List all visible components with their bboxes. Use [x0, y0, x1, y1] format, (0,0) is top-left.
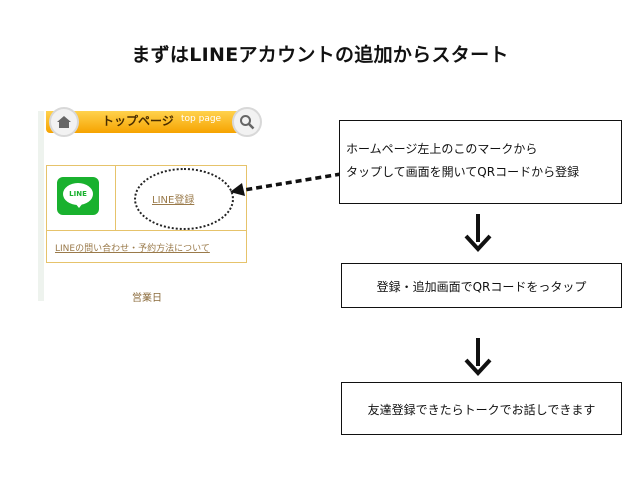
home-button[interactable] [49, 107, 79, 137]
step-3-text: 友達登録できたらトークでお話しできます [367, 403, 596, 417]
highlight-oval [134, 168, 234, 230]
step-2-box: 登録・追加画面でQRコードをっタップ [341, 263, 622, 308]
header-bar [46, 111, 252, 133]
down-arrow-icon [464, 214, 492, 252]
line-logo-icon[interactable]: LINE [57, 177, 99, 215]
page-title: まずはLINEアカウントの追加からスタート [131, 44, 509, 66]
step-3-box: 友達登録できたらトークでお話しできます [341, 382, 622, 435]
line-logo-tail [75, 203, 83, 208]
header-title: トップページ [102, 114, 174, 128]
step-1-line-2: タップして画面を開いてQRコードから登録 [346, 165, 580, 179]
step-1-box: ホームページ左上のこのマークから タップして画面を開いてQRコードから登録 [339, 120, 622, 204]
business-days-label: 営業日 [132, 293, 162, 304]
down-arrow-icon [464, 338, 492, 376]
line-logo-text: LINE [63, 183, 93, 205]
menu-divider-vertical [115, 166, 116, 230]
phone-screenshot: トップページ top page LINE LINE登録 LINEの問い合わせ・予… [38, 107, 262, 304]
line-info-link[interactable]: LINEの問い合わせ・予約方法について [55, 244, 210, 254]
header-subtitle: top page [181, 114, 222, 124]
phone-left-edge [38, 111, 44, 301]
step-1-line-1: ホームページ左上のこのマークから [346, 142, 538, 156]
line-register-link[interactable]: LINE登録 [152, 195, 195, 206]
line-menu-box: LINE LINE登録 LINEの問い合わせ・予約方法について [46, 165, 247, 263]
menu-divider-horizontal [47, 230, 246, 231]
home-icon [57, 116, 71, 128]
step-2-text: 登録・追加画面でQRコードをっタップ [376, 280, 587, 294]
search-button[interactable] [232, 107, 262, 137]
dashed-arrow-icon [230, 172, 342, 196]
search-icon [240, 115, 255, 130]
